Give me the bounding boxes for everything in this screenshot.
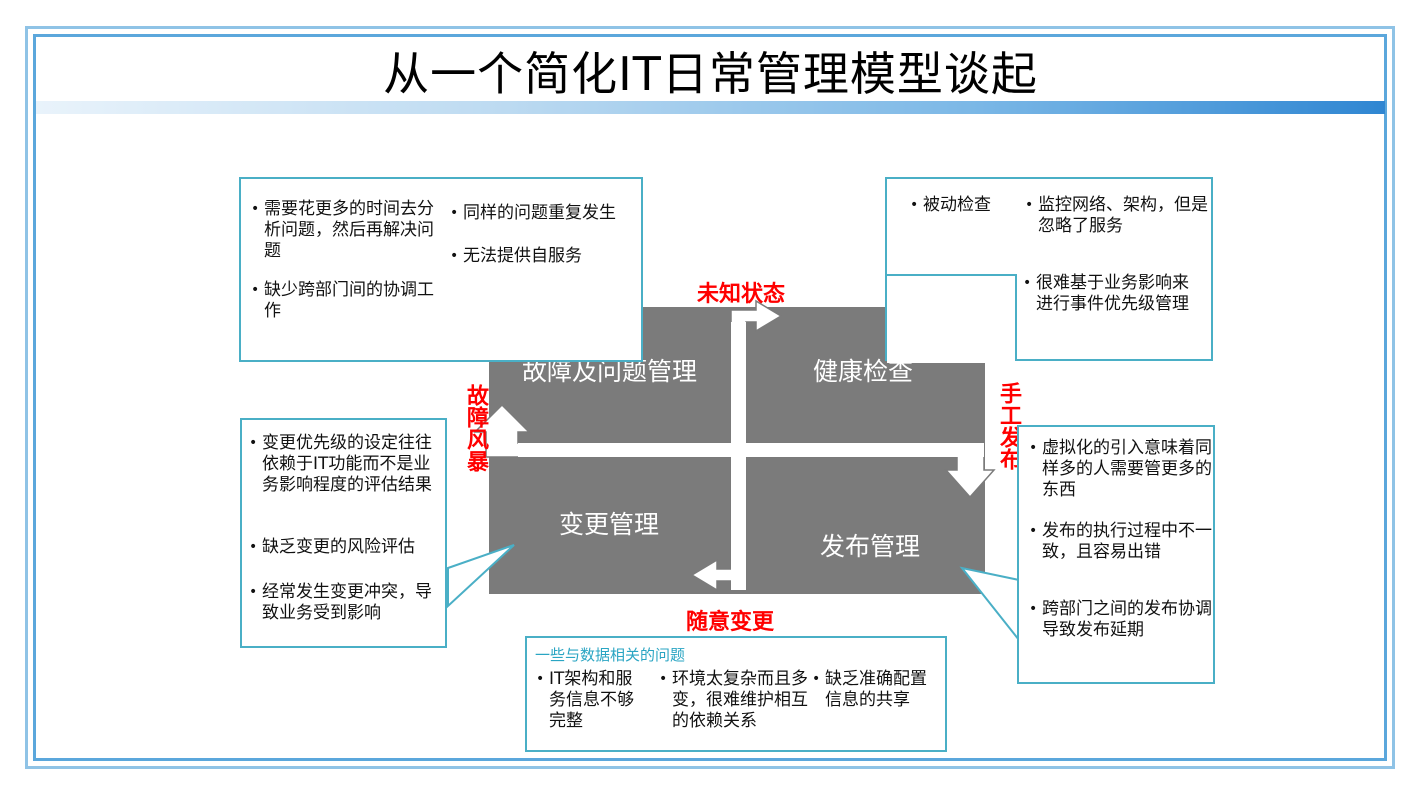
callout-item: 缺乏变更的风险评估 [249, 537, 442, 558]
quadrant-change-management: 变更管理 [559, 510, 660, 539]
callout-item: 同样的问题重复发生 [450, 203, 638, 224]
callout-pointer-bottom-left [447, 544, 515, 609]
callout-item: 被动检查 [910, 195, 1013, 216]
slide-outer-frame [25, 26, 1395, 769]
arrow-label-fault-storm: 故障风暴 [463, 384, 488, 472]
callout-item: 缺乏准确配置信息的共享 [812, 669, 940, 711]
callout-item: 无法提供自服务 [450, 246, 638, 267]
arrow-label-random-change: 随意变更 [686, 610, 775, 635]
callout-item: 缺少跨部门间的协调工作 [251, 280, 439, 322]
callout-item: 环境太复杂而且多变，很难维护相互的依赖关系 [659, 669, 812, 732]
callout-heading: 一些与数据相关的问题 [535, 646, 686, 664]
callout-item: 发布的执行过程中不一致，且容易出错 [1029, 521, 1214, 563]
callout-item: 很难基于业务影响来进行事件优先级管理 [1023, 273, 1196, 315]
slide-inner-frame [33, 34, 1387, 761]
callout-item: 经常发生变更冲突，导致业务受到影响 [249, 582, 434, 624]
callout-item: 变更优先级的设定往往依赖于IT功能而不是业务影响程度的评估结果 [249, 433, 434, 496]
slide-title: 从一个简化IT日常管理模型谈起 [383, 47, 1038, 101]
callout-item: 监控网络、架构，但是忽略了服务 [1025, 195, 1210, 237]
callout-item: 跨部门之间的发布协调导致发布延期 [1029, 599, 1214, 641]
arrow-label-unknown-state: 未知状态 [697, 282, 786, 307]
quadrant-release-management: 发布管理 [820, 532, 921, 561]
callout-pointer-mask [444, 276, 472, 304]
callout-item: 需要花更多的时间去分析问题，然后再解决问题 [251, 199, 434, 262]
callout-pointer-bottom-right [959, 566, 1020, 643]
callout-cutout [887, 277, 1015, 363]
callout-item: 虚拟化的引入意味着同样多的人需要管更多的东西 [1029, 438, 1214, 501]
title-gradient-bar [36, 101, 1385, 114]
arrow-label-manual-release: 手工发布 [996, 382, 1021, 470]
callout-item: IT架构和服务信息不够完整 [536, 669, 649, 732]
